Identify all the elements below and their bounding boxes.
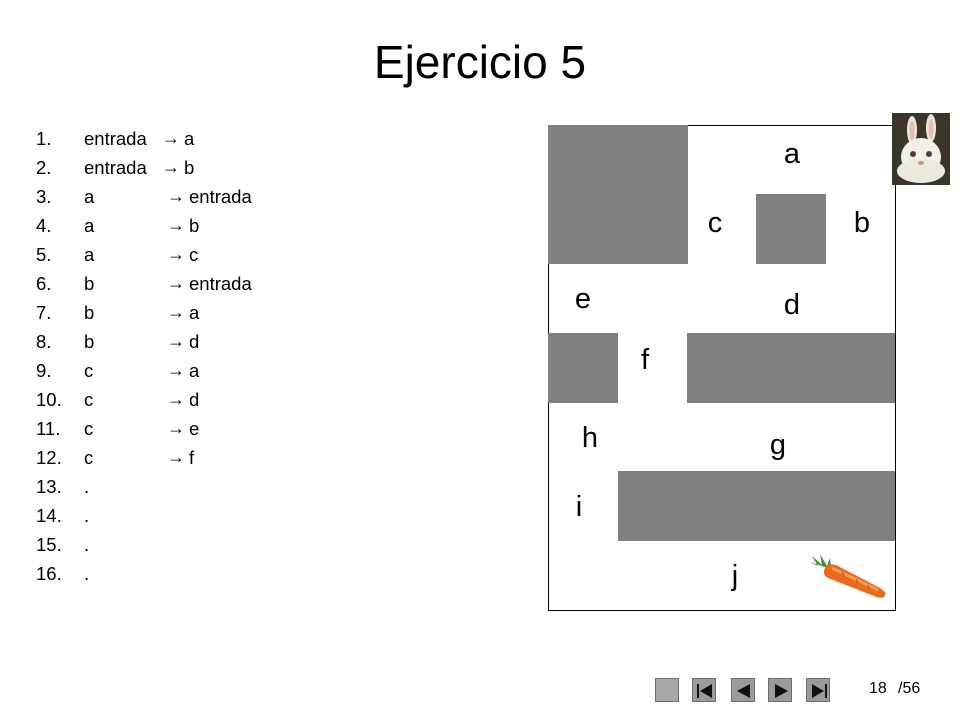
- maze-wall-center: [756, 194, 826, 264]
- item-number: 12.: [36, 447, 62, 468]
- item-from: c: [84, 360, 94, 381]
- item-to: entrada: [189, 186, 252, 207]
- maze-wall-right-mid: [687, 333, 895, 403]
- item-to: a: [189, 302, 200, 323]
- item-number: 7.: [36, 302, 52, 323]
- item-to: b: [184, 157, 195, 178]
- item-to: d: [189, 331, 200, 352]
- item-number: 16.: [36, 563, 62, 584]
- item-from: b: [84, 273, 95, 294]
- item-from: a: [84, 186, 95, 207]
- maze-diagram: a b c d e f g h i j: [548, 125, 896, 611]
- carrot-icon: [806, 552, 890, 602]
- item-from: c: [84, 447, 94, 468]
- arrow-icon: →: [167, 447, 185, 467]
- item-from: c: [84, 418, 94, 439]
- room-label-d: d: [783, 289, 801, 321]
- first-slide-button[interactable]: [692, 678, 716, 702]
- item-number: 5.: [36, 244, 52, 265]
- last-slide-button[interactable]: [806, 678, 830, 702]
- item-from: c: [84, 389, 94, 410]
- arrow-icon: →: [167, 360, 185, 380]
- arrow-icon: →: [167, 389, 185, 409]
- item-from: a: [84, 244, 95, 265]
- arrow-icon: →: [167, 244, 185, 264]
- item-number: 10.: [36, 389, 62, 410]
- next-slide-button[interactable]: [768, 678, 792, 702]
- arrow-icon: →: [167, 215, 185, 235]
- room-label-j: j: [731, 560, 739, 592]
- maze-wall-left-mid: [548, 333, 618, 403]
- arrow-icon: →: [167, 273, 185, 293]
- room-label-h: h: [581, 422, 599, 454]
- item-to: f: [189, 447, 195, 468]
- arrow-icon: →: [167, 302, 185, 322]
- item-number: 4.: [36, 215, 52, 236]
- item-from: .: [84, 563, 90, 584]
- item-to: b: [189, 215, 200, 236]
- room-label-i: i: [575, 491, 583, 523]
- room-label-f: f: [640, 344, 650, 376]
- item-from: entrada: [84, 128, 147, 149]
- item-number: 14.: [36, 505, 62, 526]
- item-from: entrada: [84, 157, 147, 178]
- last-slide-icon: [812, 684, 827, 698]
- current-page-number: 18: [869, 680, 887, 697]
- item-number: 1.: [36, 128, 52, 149]
- item-to: d: [189, 389, 200, 410]
- arrow-icon: →: [167, 186, 185, 206]
- room-label-c: c: [707, 207, 723, 239]
- item-from: b: [84, 331, 95, 352]
- arrow-icon: →: [167, 331, 185, 351]
- total-pages: /56: [898, 680, 921, 697]
- arrow-icon: →: [162, 128, 180, 148]
- rabbit-icon: [892, 113, 950, 185]
- item-to: c: [189, 244, 199, 265]
- maze-wall-bottom: [618, 471, 895, 541]
- item-from: a: [84, 215, 95, 236]
- room-label-e: e: [574, 283, 592, 315]
- item-number: 13.: [36, 476, 62, 497]
- item-number: 15.: [36, 534, 62, 555]
- item-from: b: [84, 302, 95, 323]
- previous-slide-icon: [737, 684, 750, 698]
- item-from: .: [84, 476, 90, 497]
- first-slide-icon: [697, 684, 712, 698]
- maze-wall-top-left: [548, 125, 688, 264]
- item-to: entrada: [189, 273, 252, 294]
- slide-title: Ejercicio 5: [373, 36, 587, 88]
- item-number: 6.: [36, 273, 52, 294]
- previous-slide-button[interactable]: [731, 678, 755, 702]
- item-from: .: [84, 505, 90, 526]
- item-to: e: [189, 418, 200, 439]
- next-slide-icon: [775, 684, 788, 698]
- item-number: 3.: [36, 186, 52, 207]
- item-from: .: [84, 534, 90, 555]
- item-number: 8.: [36, 331, 52, 352]
- item-number: 11.: [36, 418, 61, 439]
- item-to: a: [189, 360, 200, 381]
- item-number: 9.: [36, 360, 52, 381]
- item-to: a: [184, 128, 195, 149]
- room-label-a: a: [783, 138, 801, 170]
- item-number: 2.: [36, 157, 52, 178]
- room-label-b: b: [853, 207, 871, 239]
- menu-button[interactable]: [655, 678, 679, 702]
- arrow-icon: →: [162, 157, 180, 177]
- room-label-g: g: [769, 429, 787, 461]
- arrow-icon: →: [167, 418, 185, 438]
